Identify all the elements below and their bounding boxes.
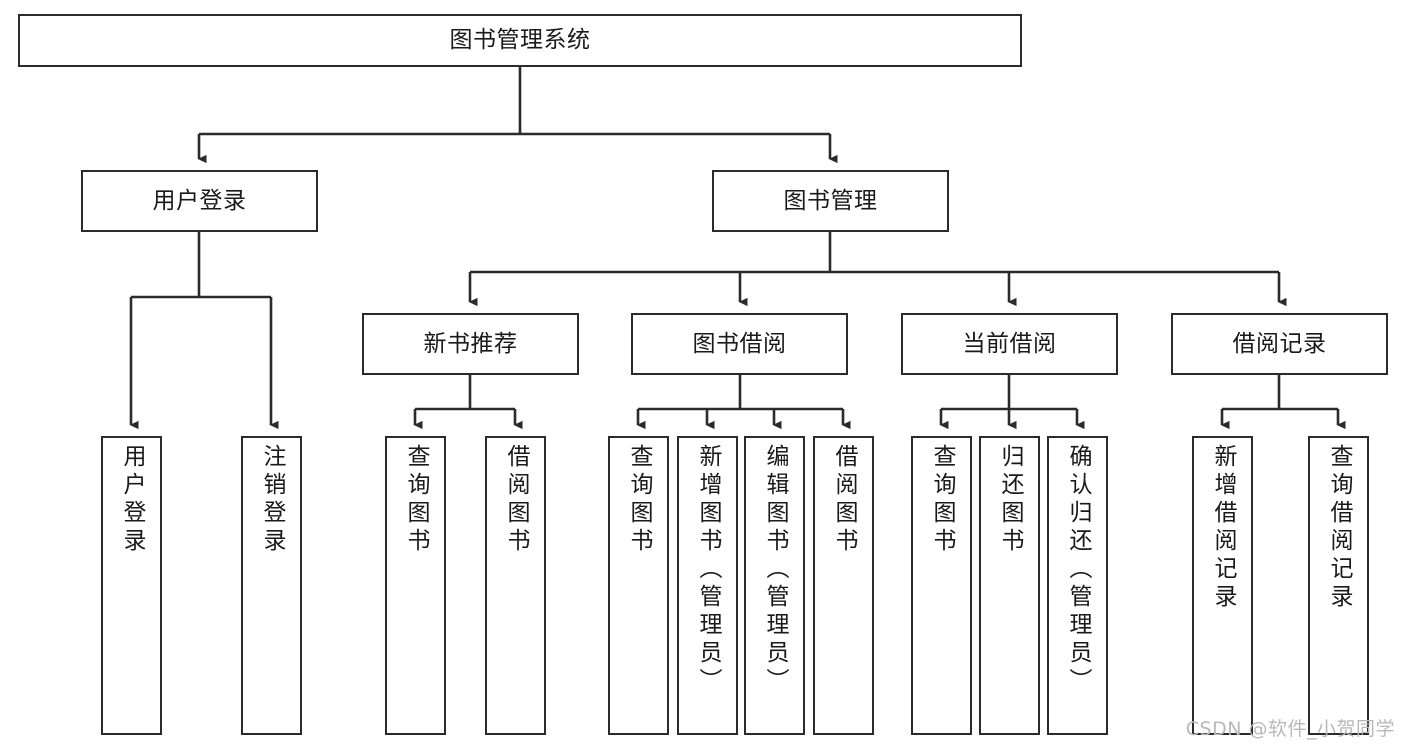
node-label: 图书借阅 [692, 330, 787, 357]
node-label: 查询图书 [626, 444, 652, 556]
node-label: 编辑图书（管理员） [762, 444, 788, 696]
leaf-user-login-logout[interactable]: 注销登录 [241, 436, 302, 735]
node-label: 图书管理 [783, 187, 878, 214]
node-book-management[interactable]: 图书管理 [712, 170, 949, 232]
node-book-borrow[interactable]: 图书借阅 [631, 313, 848, 375]
leaf-borrow-record-query[interactable]: 查询借阅记录 [1308, 436, 1369, 735]
leaf-new-book-query[interactable]: 查询图书 [385, 436, 446, 735]
node-new-book-recommend[interactable]: 新书推荐 [362, 313, 579, 375]
node-label: 用户登录 [119, 444, 145, 556]
leaf-current-borrow-confirm-return[interactable]: 确认归还（管理员） [1047, 436, 1108, 735]
node-label: 确认归还（管理员） [1065, 444, 1091, 696]
leaf-user-login-login[interactable]: 用户登录 [101, 436, 162, 735]
node-current-borrow[interactable]: 当前借阅 [901, 313, 1118, 375]
leaf-book-borrow-query[interactable]: 查询图书 [608, 436, 669, 735]
leaf-book-borrow-add[interactable]: 新增图书（管理员） [677, 436, 738, 735]
node-label: 查询图书 [929, 444, 955, 556]
leaf-current-borrow-return[interactable]: 归还图书 [979, 436, 1040, 735]
node-label: 注销登录 [259, 444, 285, 556]
leaf-book-borrow-borrow[interactable]: 借阅图书 [813, 436, 874, 735]
csdn-watermark: CSDN @软件_小贺同学 [1185, 718, 1395, 740]
node-label: 查询借阅记录 [1326, 444, 1352, 612]
leaf-current-borrow-query[interactable]: 查询图书 [911, 436, 972, 735]
node-user-login[interactable]: 用户登录 [81, 170, 318, 232]
node-label: 归还图书 [997, 444, 1023, 556]
leaf-new-book-borrow[interactable]: 借阅图书 [485, 436, 546, 735]
node-label: 查询图书 [403, 444, 429, 556]
node-label: 用户登录 [152, 187, 247, 214]
leaf-book-borrow-edit[interactable]: 编辑图书（管理员） [744, 436, 805, 735]
node-label: 借阅图书 [831, 444, 857, 556]
node-label: 新增借阅记录 [1210, 444, 1236, 612]
node-borrow-record[interactable]: 借阅记录 [1171, 313, 1388, 375]
node-label: 新书推荐 [423, 330, 518, 357]
node-root-system[interactable]: 图书管理系统 [18, 14, 1022, 67]
node-label: 当前借阅 [962, 330, 1057, 357]
node-label: 借阅记录 [1232, 330, 1327, 357]
node-label: 新增图书（管理员） [695, 444, 721, 696]
node-label: 图书管理系统 [449, 27, 591, 54]
leaf-borrow-record-add[interactable]: 新增借阅记录 [1192, 436, 1253, 735]
node-label: 借阅图书 [503, 444, 529, 556]
